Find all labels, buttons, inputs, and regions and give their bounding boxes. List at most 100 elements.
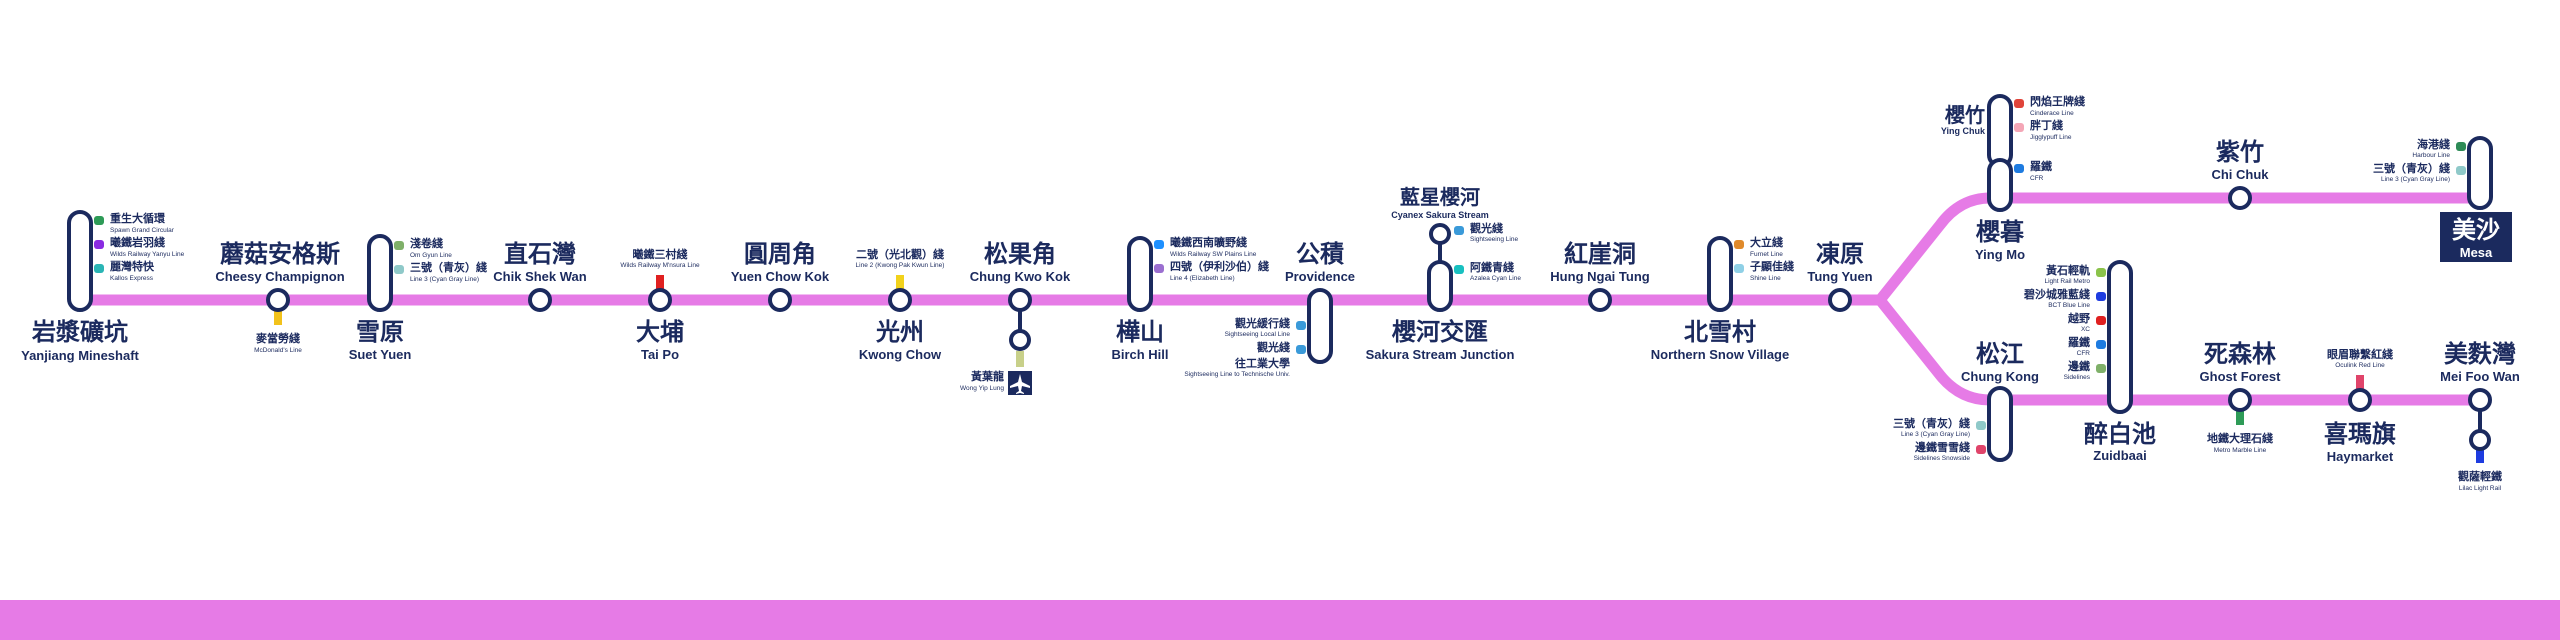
station-chungkwo[interactable]: 松果角 Chung Kwo Kok [970, 240, 1071, 340]
station-name-en: Cheesy Champignon [215, 269, 344, 284]
station-name-zh: 大埔 [636, 318, 684, 346]
transfer-en: Sightseeing Line to Technische Univ. [1184, 371, 1290, 378]
transfer-swatch [2014, 164, 2024, 173]
station-name-en: Chung Kong [1961, 369, 2039, 384]
station-name-zh: 黃葉龍 [970, 369, 1004, 383]
transfer-list-yanjiang: 重生大循環 Spawn Grand Circular 曦鐵岩羽綫 Wilds R… [94, 211, 185, 282]
bottom-band [0, 600, 2560, 640]
station-name-zh: 櫻暮 [1975, 218, 2025, 246]
transfer-swatch [1454, 226, 1464, 235]
transfer-en: Line 3 (Cyan Gray Line) [1901, 431, 1970, 438]
transfer-zh: 黃石輕軌 [2045, 263, 2090, 277]
transfer-swatch [1734, 264, 1744, 273]
transfer-zh: 子顯佳綫 [1750, 259, 1794, 273]
station-cheesy[interactable]: 蘑菇安格斯 Cheesy Champignon 麥當勞綫 McDonald's … [215, 240, 344, 354]
station-name-zh: 蘑菇安格斯 [220, 240, 340, 268]
station-name-zh: 觀薩輕鐵 [2458, 469, 2502, 483]
transfer-en: Light Rail Metro [2044, 278, 2090, 285]
station-suet[interactable]: 雪原 Suet Yuen 淺卷綫 Om Gyun Line 三號（青灰）綫 Li… [349, 234, 487, 362]
transfer-zh: 大立綫 [1750, 235, 1783, 249]
station-chichuk[interactable]: 紫竹 Chi Chuk [2211, 138, 2269, 210]
transfer-en: XC [2081, 326, 2090, 333]
transfer-swatch [1976, 445, 1986, 454]
transfer-en: Sightseeing Local Line [1225, 331, 1291, 338]
station-mesa[interactable]: 海港綫 Harbour Line 三號（青灰）綫 Line 3 (Cyan Gr… [2373, 136, 2512, 262]
transfer-zh: 觀光綫 [1257, 340, 1290, 354]
transfer-swatch [1154, 240, 1164, 249]
station-name-en: Chik Shek Wan [493, 269, 586, 284]
station-lilac[interactable]: 觀薩輕鐵 Lilac Light Rail [2458, 429, 2502, 492]
transfer-zh: 觀光緩行綫 [1235, 316, 1290, 330]
station-name-zh: 光州 [875, 318, 924, 346]
station-name-zh: 松果角 [984, 240, 1056, 268]
station-zuidbaai[interactable]: 醉白池 Zuidbaai 黃石輕軌 Light Rail Metro 碧沙城雅藍… [2023, 260, 2156, 463]
station-name-zh: 櫻竹 [1944, 103, 1985, 127]
station-northernsnow[interactable]: 北雪村 Northern Snow Village 大立綫 Furnet Lin… [1651, 235, 1794, 362]
transfer-en: Jigglypuff Line [2030, 134, 2072, 141]
transfer-stub [1016, 351, 1024, 367]
transfer-stub [656, 275, 664, 297]
station-name-en: Mesa [2460, 245, 2493, 260]
station-name-zh: 凍原 [1816, 240, 1864, 268]
transfer-en: Furnet Line [1750, 251, 1783, 258]
transfer-en: BCT Blue Line [2048, 302, 2090, 309]
station-chikshek[interactable]: 直石灣 Chik Shek Wan [493, 240, 587, 312]
station-name-zh: 死森林 [2204, 340, 2276, 368]
station-name-en: Mei Foo Wan [2440, 369, 2520, 384]
station-name-en: Yanjiang Mineshaft [21, 348, 139, 363]
station-hungngai[interactable]: 紅崖洞 Hung Ngai Tung [1550, 240, 1650, 312]
station-kwongchow[interactable]: 二號（光北觀）綫 Line 2 (Kwong Pak Kwun Line) 光州… [856, 247, 945, 362]
transfer-en: CFR [2030, 175, 2044, 182]
station-wongyip[interactable]: 黃葉龍 Wong Yip Lung [960, 329, 1032, 395]
station-tungyuen[interactable]: 凍原 Tung Yuen [1807, 240, 1873, 312]
station-ghostforest[interactable]: 死森林 Ghost Forest 地鐵大理石綫 Metro Marble Lin… [2200, 340, 2282, 454]
transfer-zh: 曦鐵岩羽綫 [110, 235, 165, 249]
transfer-stub [896, 275, 904, 297]
station-yanjiang[interactable]: 岩漿礦坑 Yanjiang Mineshaft [21, 210, 140, 363]
transfer-en: Metro Marble Line [2214, 447, 2267, 454]
station-birch[interactable]: 樺山 Birch Hill 曦鐵西南曠野綫 Wilds Railway SW P… [1111, 235, 1269, 362]
station-sakura[interactable]: 櫻河交匯 Sakura Stream Junction 阿鐵青綫 Azalea … [1366, 238, 1522, 362]
transfer-en: Line 2 (Kwong Pak Kwun Line) [856, 262, 945, 269]
station-cyanex[interactable]: 藍星櫻河 Cyanex Sakura Stream 觀光綫 Sightseein… [1391, 185, 1518, 245]
transfer-zh: 胖丁綫 [2030, 118, 2063, 132]
station-name-zh: 圓周角 [744, 240, 816, 268]
transfer-swatch [1154, 264, 1164, 273]
station-name-en: Tai Po [641, 347, 679, 362]
transfer-zh: 觀光綫 [1470, 221, 1503, 235]
transfer-swatch [2096, 292, 2106, 301]
station-meifoo[interactable]: 美麩灣 Mei Foo Wan [2440, 340, 2520, 438]
transfer-swatch [1976, 421, 1986, 430]
station-name-zh: 直石灣 [504, 240, 576, 268]
transfer-swatch [1296, 321, 1306, 330]
station-name-en: Kwong Chow [859, 347, 942, 362]
station-taipo[interactable]: 曦鐵三村綫 Wilds Railway M'nsura Line 大埔 Tai … [620, 247, 700, 362]
station-haymarket[interactable]: 眼眉聯繫紅綫 Oculink Red Line 喜瑪旗 Haymarket [2324, 347, 2396, 464]
transfer-swatch [2014, 99, 2024, 108]
transfer-zh: 麗灣特快 [110, 259, 155, 273]
transfer-swatch [2096, 340, 2106, 349]
station-yuenchow[interactable]: 圓周角 Yuen Chow Kok [731, 240, 830, 312]
station-yingchuk[interactable]: 櫻竹 Ying Chuk 閃焰王牌綫 Cinderace Line 胖丁綫 Ji… [1941, 94, 2085, 168]
station-name-en: Providence [1285, 269, 1355, 284]
transfer-zh: 羅鐵 [2068, 335, 2090, 349]
transfer-en: Wilds Railway Yanyu Line [110, 251, 185, 258]
transfer-zh: 邊鐵 [2068, 359, 2090, 373]
station-chungkong[interactable]: 松江 Chung Kong 三號（青灰）綫 Line 3 (Cyan Gray … [1893, 340, 2039, 462]
station-name-en: Suet Yuen [349, 347, 412, 362]
transfer-swatch [94, 264, 104, 273]
transfer-swatch [2456, 166, 2466, 175]
transfer-en: Sightseeing Line [1470, 236, 1518, 243]
transfer-zh: 三號（青灰）綫 [1893, 416, 1970, 430]
station-yingmo[interactable]: 羅鐵 CFR 櫻暮 Ying Mo [1975, 158, 2052, 262]
transfer-swatch [394, 241, 404, 250]
transfer-zh: 淺卷綫 [410, 236, 443, 250]
station-name-zh: 藍星櫻河 [1400, 185, 1480, 209]
transfer-swatch [1454, 265, 1464, 274]
transfer-zh: 碧沙城雅藍綫 [2023, 287, 2090, 301]
transfer-zh: 二號（光北觀）綫 [856, 247, 944, 261]
station-providence[interactable]: 公積 Providence 觀光緩行綫 Sightseeing Local Li… [1184, 240, 1355, 378]
transfer-en: Harbour Line [2412, 152, 2450, 159]
station-name-zh: 櫻河交匯 [1391, 318, 1488, 346]
